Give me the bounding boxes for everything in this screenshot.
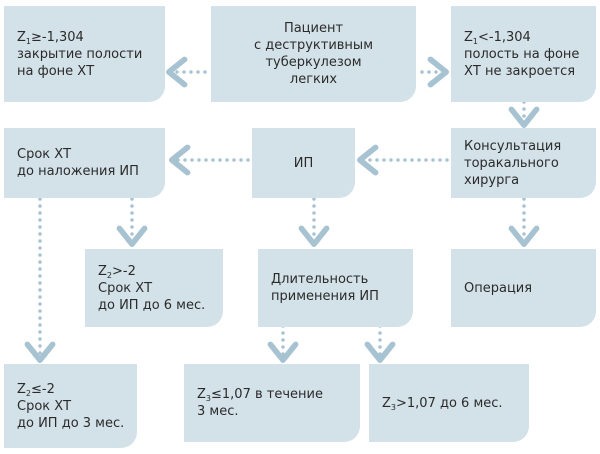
term-ht-line-2: до наложения ИП xyxy=(17,164,139,179)
node-patient: Пациент с деструктивным туберкулезом лег… xyxy=(211,6,416,102)
closure-line-1: закрытие полости xyxy=(17,46,143,62)
no-closure-line-2: ХТ не закроется xyxy=(464,63,576,79)
node-consult: Консультация торакального хирурга xyxy=(451,128,596,198)
node-no-closure: Z1<-1,304 полость на фоне ХТ не закроетс… xyxy=(451,6,596,102)
node-z3-le: Z3≤1,07 в течение 3 мес. xyxy=(184,364,360,442)
node-ip: ИП xyxy=(252,128,355,198)
no-closure-condition: Z1<-1,304 xyxy=(464,29,531,46)
consult-line-3: хирурга xyxy=(464,172,520,188)
patient-line-1: Пациент xyxy=(283,21,344,36)
duration-line-2: применения ИП xyxy=(271,289,379,304)
node-z2-le: Z2≤-2 Срок ХТ до ИП до 3 мес. xyxy=(4,364,137,448)
patient-line-3: туберкулезом xyxy=(265,55,362,70)
node-duration: Длительность применения ИП xyxy=(258,249,413,327)
operation-label: Операция xyxy=(464,280,533,296)
consult-line-2: торакального xyxy=(464,155,559,171)
no-closure-line-1: полость на фоне xyxy=(464,46,580,62)
closure-line-2: на фоне ХТ xyxy=(17,63,95,79)
node-z2-gt: Z2>-2 Срок ХТ до ИП до 6 мес. xyxy=(85,249,223,327)
z2-le-condition: Z2≤-2 xyxy=(17,381,55,398)
term-ht-line-1: Срок ХТ xyxy=(17,147,72,162)
node-closure: Z1≥-1,304 закрытие полости на фоне ХТ xyxy=(4,6,165,102)
z2-gt-line-1: Срок ХТ xyxy=(98,280,153,296)
z2-le-line-1: Срок ХТ xyxy=(17,398,72,414)
z3-le-condition: Z3≤1,07 в течение xyxy=(197,387,323,403)
node-z3-gt: Z3>1,07 до 6 мес. xyxy=(369,364,529,442)
consult-line-1: Консультация xyxy=(464,138,562,154)
z3-gt-condition: Z3>1,07 до 6 мес. xyxy=(382,395,503,412)
patient-line-4: легких xyxy=(289,72,338,87)
z2-gt-condition: Z2>-2 xyxy=(98,263,136,280)
z3-le-line-1: 3 мес. xyxy=(197,404,239,419)
node-term-ht: Срок ХТ до наложения ИП xyxy=(4,128,165,198)
duration-line-1: Длительность xyxy=(271,272,369,287)
patient-line-2: с деструктивным xyxy=(253,38,374,53)
z2-le-line-2: до ИП до 3 мес. xyxy=(17,415,125,431)
node-operation: Операция xyxy=(451,249,596,327)
z2-gt-line-2: до ИП до 6 мес. xyxy=(98,297,206,313)
closure-condition: Z1≥-1,304 xyxy=(17,29,84,46)
ip-label: ИП xyxy=(293,155,314,171)
